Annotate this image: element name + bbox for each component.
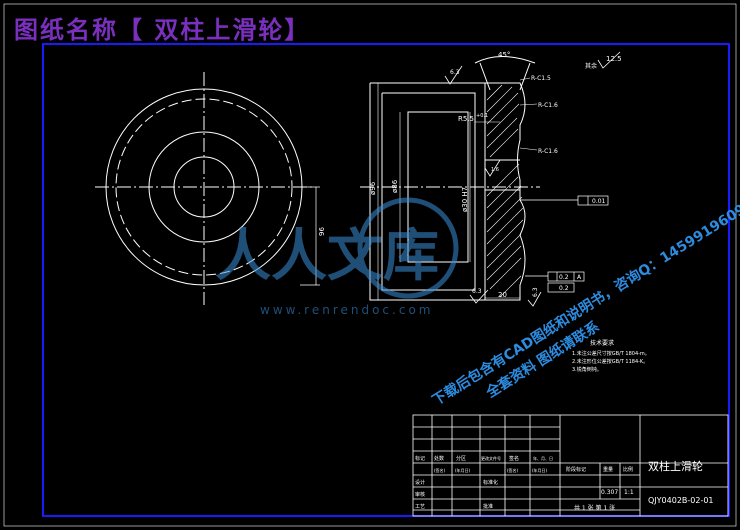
chamfer-mid2-label: R-C1.6 bbox=[538, 148, 558, 155]
chamfer-mid-label: R-C1.6 bbox=[538, 102, 558, 109]
watermark-logo-text: 人人文库 bbox=[215, 224, 439, 289]
col-zone: 分区 bbox=[456, 455, 466, 462]
watermark-circle-icon bbox=[357, 197, 459, 299]
stage-label: 阶段标记 bbox=[566, 466, 586, 473]
tol-box-1-value: 0.01 bbox=[592, 198, 606, 205]
chamfer-top-label: R-C1.5 bbox=[531, 75, 551, 82]
sheet-info: 共 1 张 第 1 张 bbox=[574, 504, 615, 512]
roughness-bottom-label: 6.3 bbox=[472, 288, 482, 295]
tol-box-2-ref: A bbox=[577, 274, 582, 281]
part-name: 双柱上滑轮 bbox=[648, 459, 703, 473]
mass-label: 重量 bbox=[603, 466, 613, 473]
scale-value: 1:1 bbox=[624, 489, 634, 496]
title-block bbox=[412, 414, 729, 517]
drawing-title: 图纸名称【 双柱上滑轮】 bbox=[14, 15, 311, 44]
groove-radius-tol: +0.1 bbox=[476, 113, 488, 119]
angle-arc bbox=[474, 56, 536, 64]
sheet-border bbox=[3, 3, 737, 527]
tol-box-3-value: 0.2 bbox=[559, 285, 569, 292]
designer-label: 设计 bbox=[415, 479, 425, 486]
scale-label: 比例 bbox=[623, 466, 633, 473]
tech-notes-heading: 技术要求 bbox=[590, 339, 614, 347]
mass-value: 0.307 bbox=[601, 489, 618, 496]
col-mark: 标记 bbox=[415, 455, 425, 462]
roughness-corner-note: 其余 bbox=[585, 62, 597, 70]
section-hatching bbox=[486, 84, 524, 298]
tech-notes-line-2: 2.未注形位公差按GB/T 1184-K。 bbox=[572, 358, 648, 365]
col-sign: 签名 bbox=[509, 455, 519, 462]
bore-fit-label: ø30 H7 bbox=[461, 187, 469, 212]
standard-label: 标准化 bbox=[483, 479, 498, 486]
checker-label: 审核 bbox=[415, 491, 425, 498]
col-doc: 更改文件号 bbox=[481, 455, 501, 461]
sign-1: (签名) bbox=[434, 467, 446, 473]
col-count: 处数 bbox=[434, 455, 444, 462]
approve-label: 批准 bbox=[483, 503, 493, 510]
tolerance-frames bbox=[520, 195, 609, 293]
col-date: 年、月、日 bbox=[533, 455, 553, 461]
inner-dia-label: ø86 bbox=[391, 179, 399, 193]
roughness-corner-label: 12.5 bbox=[606, 55, 622, 63]
front-view bbox=[95, 72, 320, 305]
watermark-promo: 下载后包含有CAD图纸和说明书，咨询Q：1459919609 全套资料 图纸请联… bbox=[429, 201, 740, 409]
watermark-promo-1: 下载后包含有CAD图纸和说明书，咨询Q：1459919609 bbox=[429, 201, 740, 409]
date-2: (年月日) bbox=[532, 467, 548, 473]
roughness-bottom-right-label: 6.3 bbox=[532, 287, 539, 297]
angle-label: 45° bbox=[498, 51, 510, 59]
roughness-small-label: 1.6 bbox=[491, 167, 499, 173]
tech-notes-line-1: 1.未注公差尺寸按GB/T 1804-m。 bbox=[572, 350, 650, 357]
watermark-logo: 人人文库 www.renrendoc.com bbox=[215, 197, 459, 317]
rim-profile bbox=[485, 82, 526, 301]
groove-radius-label: R5.5 bbox=[458, 115, 474, 123]
tol-box-2-value: 0.2 bbox=[559, 274, 569, 281]
section-view bbox=[360, 56, 540, 301]
date-1: (年月日) bbox=[455, 467, 471, 473]
roughness-symbols bbox=[444, 51, 621, 307]
watermark-url: www.renrendoc.com bbox=[260, 303, 433, 317]
drawing-number: QJY0402B-02-01 bbox=[648, 496, 714, 505]
process-label: 工艺 bbox=[415, 504, 425, 510]
drawing-border bbox=[42, 43, 730, 517]
side-dim-text: 96 bbox=[318, 227, 326, 236]
outer-dia-label: ø96 bbox=[369, 181, 377, 195]
sign-2: (签名) bbox=[507, 467, 519, 473]
roughness-top-label: 6.3 bbox=[450, 69, 460, 76]
width-dim-label: 20 bbox=[498, 291, 507, 299]
tech-notes-line-3: 3.锐角倒钝。 bbox=[572, 366, 602, 373]
